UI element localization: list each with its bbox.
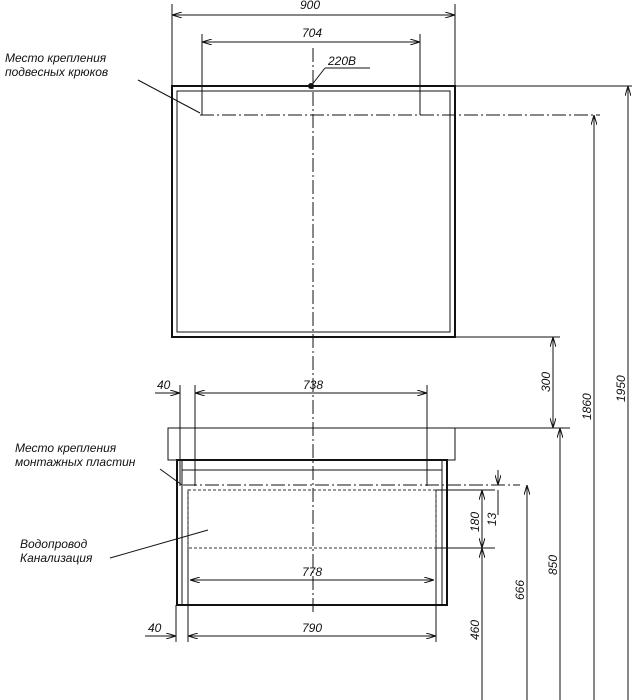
dim-40-bottom: 40	[148, 621, 162, 635]
dim-738: 738	[303, 378, 323, 392]
dim-850: 850	[546, 555, 560, 575]
dim-1950: 1950	[614, 375, 628, 402]
dim-1860: 1860	[580, 393, 594, 420]
pipes-leader-line	[109, 529, 209, 559]
dim-180: 180	[468, 512, 482, 532]
dim-704: 704	[302, 26, 322, 40]
dim-40-top: 40	[157, 378, 171, 392]
countertop	[167, 427, 456, 461]
dim-13: 13	[485, 512, 499, 526]
plates-label-2: монтажных пластин	[15, 455, 136, 469]
pipes-label-1: Водопровод	[20, 537, 88, 551]
plates-label-1: Место крепления	[15, 441, 117, 455]
hooks-label-1: Место крепления	[5, 51, 107, 65]
plates-leader-line	[159, 468, 183, 486]
dim-790: 790	[302, 621, 322, 635]
dim-666: 666	[513, 580, 527, 600]
hooks-leader-line	[137, 79, 201, 114]
power-label: 220В	[327, 54, 356, 68]
cabinet-body	[176, 459, 448, 606]
dim-900: 900	[300, 0, 320, 12]
pipes-label-2: Канализация	[20, 551, 93, 565]
dim-300: 300	[539, 372, 553, 392]
power-leader-line	[310, 67, 326, 87]
hooks-label-2: подвесных крюков	[5, 65, 108, 79]
pipes-zone	[187, 489, 437, 549]
dim-778: 778	[302, 565, 322, 579]
dim-460: 460	[468, 620, 482, 640]
mirror-inner-frame	[176, 90, 451, 333]
